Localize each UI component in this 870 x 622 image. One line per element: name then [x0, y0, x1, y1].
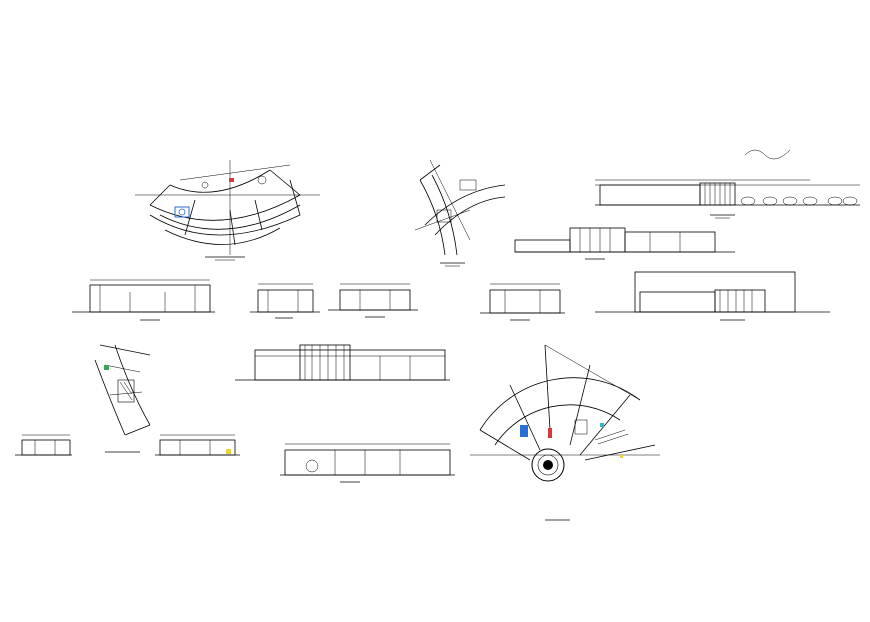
section-bottom-center	[280, 443, 455, 483]
long-section-center	[235, 344, 450, 381]
section-row2-2	[250, 283, 320, 319]
small-section-bottom-2	[155, 434, 240, 456]
small-section-bottom-left	[15, 434, 72, 456]
long-elevation-top-right	[595, 149, 860, 219]
section-row2-3	[328, 283, 418, 318]
section-row2-4	[480, 283, 565, 321]
curved-floor-plan-top-left	[135, 160, 320, 261]
elevation-mullions	[704, 183, 731, 205]
curved-floor-plan-small-top	[414, 159, 506, 267]
section-row2-1	[72, 279, 215, 321]
elevation-row2-right	[595, 271, 830, 321]
tree-symbols	[740, 196, 858, 206]
section-right-middle	[514, 227, 735, 260]
curved-floor-plan-mid-left	[94, 344, 151, 453]
fan-floor-plan-bottom-right	[470, 344, 660, 521]
